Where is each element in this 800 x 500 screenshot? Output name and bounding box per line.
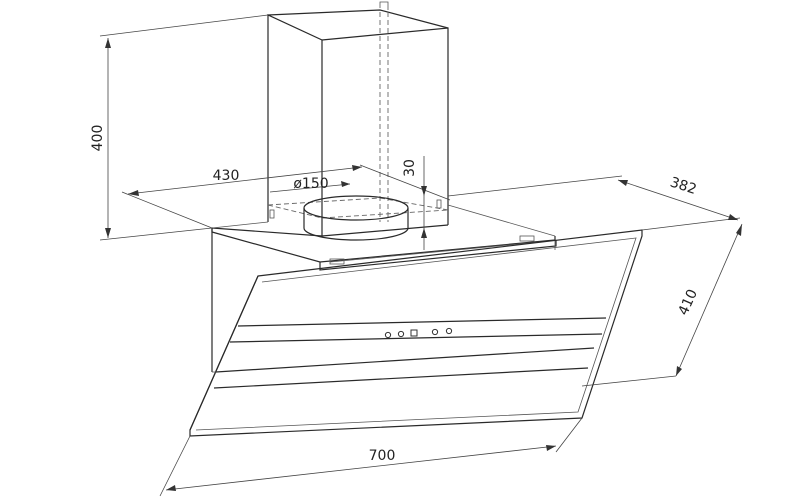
dim-duct-offset: 30 bbox=[402, 156, 427, 250]
ext-line-382-top bbox=[447, 175, 623, 197]
control-button-5[interactable] bbox=[445, 327, 453, 335]
arrow-down bbox=[105, 228, 111, 238]
dim-chimney-height: 400 bbox=[90, 14, 269, 241]
dim-label-382: 382 bbox=[668, 174, 698, 197]
arrow-382-left bbox=[618, 180, 628, 186]
glass-panel-left-edge bbox=[189, 275, 259, 431]
arrow-30-bottom bbox=[421, 228, 427, 238]
glass-panel-inner bbox=[195, 237, 637, 431]
dim-width: 700 bbox=[159, 417, 583, 497]
dim-line-700 bbox=[165, 445, 557, 491]
glass-band-4 bbox=[213, 367, 589, 389]
duct-collar bbox=[303, 195, 409, 241]
glass-band-1 bbox=[237, 317, 607, 327]
arrow-700-right bbox=[546, 445, 556, 451]
ext-line-410-bottom bbox=[581, 375, 677, 387]
hidden-line-chimney-base-2 bbox=[321, 209, 449, 219]
arrow-150 bbox=[341, 181, 350, 187]
dim-line-410 bbox=[675, 223, 743, 377]
dim-label-430: 430 bbox=[213, 168, 240, 184]
rail-clip-right bbox=[519, 235, 535, 242]
dim-label-30: 30 bbox=[402, 159, 418, 177]
hidden-line-chimney-base-3 bbox=[267, 197, 381, 206]
chimney-left-face bbox=[267, 14, 323, 236]
arrow-30-top bbox=[421, 186, 427, 196]
hidden-line-chimney-base bbox=[267, 204, 323, 219]
dim-duct-diameter: ø150 bbox=[269, 176, 351, 193]
control-button-2[interactable] bbox=[397, 330, 405, 338]
dim-line-430 bbox=[127, 166, 363, 195]
hood-top-plate bbox=[211, 204, 557, 271]
control-panel bbox=[384, 327, 453, 339]
arrow-430-left bbox=[128, 190, 139, 196]
dim-label-700: 700 bbox=[369, 448, 396, 464]
control-button-3[interactable] bbox=[410, 329, 418, 337]
arrow-382-right bbox=[728, 214, 738, 220]
dim-label-400: 400 bbox=[90, 125, 106, 152]
control-button-4[interactable] bbox=[431, 328, 439, 336]
mount-mark-left bbox=[269, 209, 275, 219]
filter-rail-inner bbox=[329, 241, 541, 263]
dim-label-410: 410 bbox=[676, 287, 701, 318]
control-button-1[interactable] bbox=[384, 331, 392, 339]
arrow-700-left bbox=[166, 485, 176, 491]
ext-line-430-left bbox=[121, 191, 213, 229]
hood-body bbox=[211, 228, 556, 372]
dim-label-150: ø150 bbox=[293, 176, 328, 192]
dim-line-382 bbox=[617, 179, 739, 221]
ext-line-382-right bbox=[641, 217, 741, 231]
top-plate-right-edge bbox=[447, 204, 556, 237]
ext-line-bottom bbox=[99, 227, 213, 241]
rail-clip-left bbox=[329, 258, 345, 265]
ext-line-430-right bbox=[359, 164, 451, 201]
dim-panel-height: 410 bbox=[581, 223, 743, 387]
glass-band-3 bbox=[215, 347, 595, 373]
chimney-front-face bbox=[321, 27, 449, 225]
arrow-up bbox=[105, 38, 111, 48]
mount-mark-right bbox=[436, 199, 442, 209]
dim-depth-top: 430 bbox=[121, 164, 451, 229]
arrow-410-top bbox=[736, 224, 742, 236]
chimney-flange bbox=[379, 1, 389, 10]
dim-line-150 bbox=[269, 183, 351, 193]
ext-line-700-right bbox=[555, 417, 583, 453]
chimney-top-edge bbox=[267, 9, 449, 29]
filter-rail bbox=[319, 240, 557, 271]
arrow-430-right bbox=[352, 165, 362, 171]
top-plate-back-edge bbox=[211, 224, 449, 237]
duct-collar-body bbox=[303, 208, 409, 241]
dim-side-depth: 382 bbox=[447, 174, 741, 231]
glass-band-2 bbox=[229, 333, 603, 343]
top-plate-left-edge bbox=[211, 221, 269, 229]
chimney bbox=[267, 1, 449, 236]
ext-line-700-left bbox=[159, 435, 191, 497]
arrow-410-bottom bbox=[676, 366, 682, 376]
ext-line-top bbox=[99, 14, 269, 37]
